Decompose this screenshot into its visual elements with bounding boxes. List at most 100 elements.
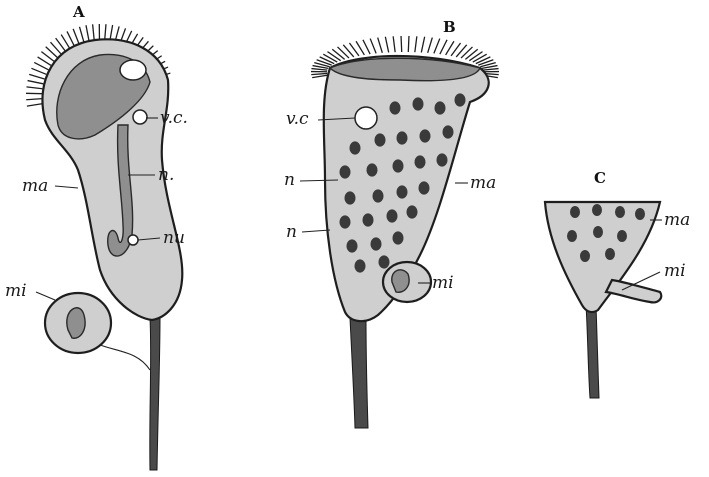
- cilium: [363, 40, 370, 54]
- panel-b-stalk: [350, 318, 368, 428]
- macronucleus-fragment: [375, 133, 386, 146]
- macronucleus-fragment: [371, 237, 382, 250]
- macronucleus-fragment: [387, 209, 398, 222]
- macronucleus-fragment: [367, 163, 378, 176]
- macronucleus-fragment: [340, 215, 351, 228]
- panel-b-label-ma: ma: [470, 173, 496, 193]
- macronucleus-fragment: [390, 101, 401, 114]
- macronucleus-fragment: [379, 255, 390, 268]
- panel-b-label-mi: mi: [432, 273, 454, 293]
- macronucleus-fragment: [373, 189, 384, 202]
- panel-b-label-n1: n: [284, 170, 295, 190]
- cilium: [34, 62, 48, 69]
- cilium: [393, 36, 395, 52]
- panel-a-vacuole: [133, 110, 147, 124]
- macronucleus-fragment: [350, 141, 361, 154]
- panel-a-letter: A: [72, 3, 85, 21]
- panel-a-peristome-lip: [120, 60, 146, 80]
- cilium: [73, 29, 79, 44]
- cilium: [61, 35, 69, 49]
- cilium: [327, 52, 340, 61]
- macronucleus-fragment: [420, 129, 431, 142]
- macronucleus-fragment: [437, 153, 448, 166]
- macronucleus-fragment: [340, 165, 351, 178]
- macronucleus-fragment: [397, 185, 408, 198]
- panel-a-label-n: n.: [158, 165, 174, 185]
- panel-a-label-mi: mi: [5, 281, 27, 301]
- cilium: [79, 27, 83, 42]
- cilium: [440, 40, 447, 54]
- cilium: [408, 36, 409, 52]
- macronucleus-fragment: [393, 231, 404, 244]
- panel-a-label-vc: v.c.: [160, 108, 188, 128]
- macronucleus-fragment: [593, 226, 603, 238]
- panel-c-microgamete: [606, 280, 661, 302]
- macronucleus-fragment: [605, 248, 615, 260]
- macronucleus-fragment: [580, 250, 590, 262]
- cilium: [27, 104, 43, 107]
- cilium: [332, 49, 344, 59]
- panel-a-label-ma: ma: [22, 176, 48, 196]
- macronucleus-fragment: [407, 205, 418, 218]
- panel-b-letter: B: [443, 18, 456, 36]
- macronucleus-fragment: [413, 97, 424, 110]
- cilium: [378, 38, 383, 53]
- macronucleus-fragment: [443, 125, 454, 138]
- macronucleus-fragment: [345, 191, 356, 204]
- cilium: [415, 36, 417, 52]
- panel-b: B v.c n n ma mi: [284, 18, 499, 428]
- macronucleus-fragment: [567, 230, 577, 242]
- panel-c-label-ma: ma: [664, 210, 690, 230]
- macronucleus-fragment: [435, 101, 446, 114]
- cilium: [401, 36, 402, 52]
- cilium: [320, 57, 335, 64]
- macronucleus-fragment: [419, 181, 430, 194]
- cilium: [469, 52, 482, 61]
- cilium: [86, 25, 89, 41]
- macronucleus-fragment: [393, 159, 404, 172]
- macronucleus-fragment: [355, 259, 366, 272]
- macronucleus-fragment: [397, 131, 408, 144]
- cilium: [93, 24, 95, 40]
- cilium: [311, 73, 327, 74]
- cilium: [28, 81, 44, 84]
- panel-b-label-n2: n: [286, 222, 297, 242]
- macronucleus-fragment: [455, 93, 466, 106]
- panel-a-stalk: [150, 318, 160, 470]
- cilium: [31, 68, 46, 74]
- macronucleus-fragment: [363, 213, 374, 226]
- macronucleus-fragment: [570, 206, 580, 218]
- cilium: [476, 57, 491, 64]
- macronucleus-fragment: [592, 204, 602, 216]
- cilium: [26, 87, 42, 89]
- macronucleus-fragment: [347, 239, 358, 252]
- panel-a: A v.c. n. nu ma mi: [5, 3, 188, 470]
- panel-a-microgamete-thread: [100, 345, 150, 370]
- macronucleus-fragment: [615, 206, 625, 218]
- panel-a-microgamete-nucleus: [67, 308, 85, 338]
- cilium: [483, 69, 499, 71]
- cilium: [370, 39, 376, 54]
- panel-c-label-mi: mi: [664, 261, 686, 281]
- macronucleus-fragment: [635, 208, 645, 220]
- panel-b-vacuole: [355, 107, 377, 129]
- cilium: [312, 75, 328, 78]
- cilium: [428, 38, 433, 53]
- macronucleus-fragment: [415, 155, 426, 168]
- panel-c: C ma mi: [545, 169, 690, 398]
- macronucleus-fragment: [617, 230, 627, 242]
- cilium: [311, 69, 327, 71]
- cilium: [385, 37, 388, 53]
- panel-a-nucleolus: [128, 235, 138, 245]
- cilium: [465, 49, 477, 59]
- panel-c-stalk: [586, 305, 599, 398]
- cilium: [323, 54, 337, 62]
- cilium: [434, 39, 440, 54]
- panel-c-letter: C: [594, 169, 606, 187]
- panel-a-label-nu: nu: [163, 228, 185, 248]
- cilium: [105, 24, 106, 40]
- cilium: [421, 37, 424, 53]
- cilium: [473, 54, 487, 62]
- cilium: [29, 74, 44, 79]
